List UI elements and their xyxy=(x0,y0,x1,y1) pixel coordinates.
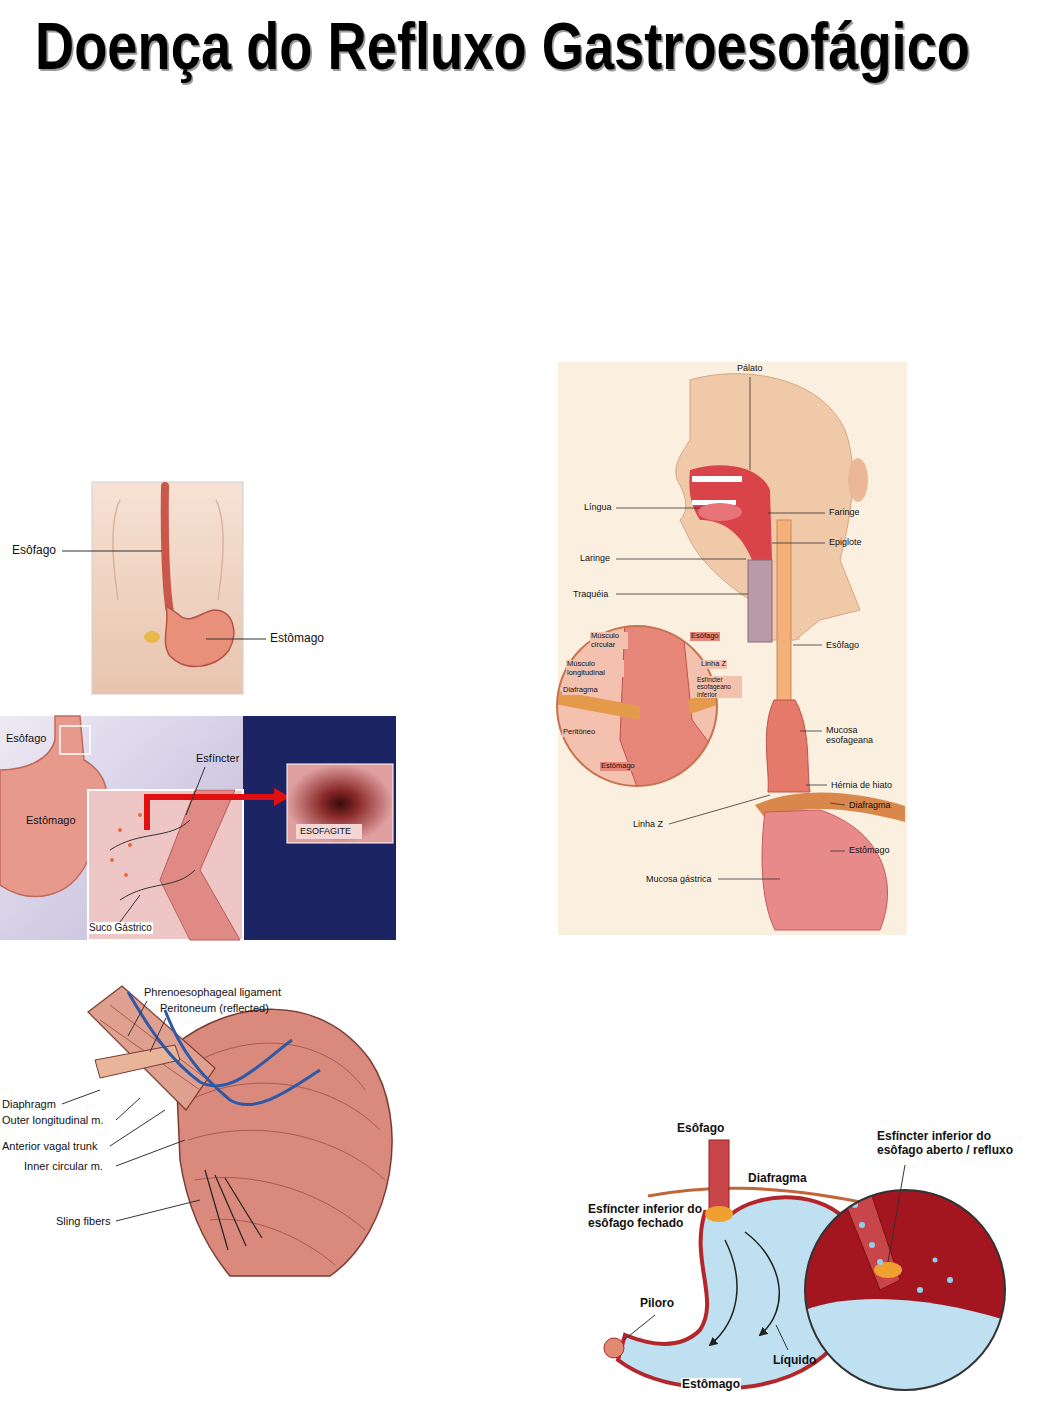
duodenum-shape xyxy=(144,631,160,643)
part-label: Linha Z xyxy=(633,819,663,829)
inset-circle xyxy=(805,1190,1005,1390)
part-label: Anterior vagal trunk xyxy=(2,1140,97,1153)
part-label: Peritoneum (reflected) xyxy=(160,1002,269,1015)
part-label: Esôfago xyxy=(6,732,46,745)
inset-outline xyxy=(557,626,717,786)
flow-arrow xyxy=(710,1240,737,1345)
leader-line xyxy=(62,551,162,552)
esophagus-shape xyxy=(777,520,791,705)
leader-line xyxy=(120,895,140,922)
part-label: Esfíncter inferior do esôfago fechado xyxy=(588,1203,706,1231)
part-label: Esôfago xyxy=(826,640,859,650)
part-label: Esôfago xyxy=(690,632,720,641)
ear-shape xyxy=(848,458,868,502)
part-label: Língua xyxy=(584,502,612,512)
part-label: Estômago xyxy=(849,845,890,855)
part-label: Peritôneo xyxy=(562,728,596,737)
flow-arrow xyxy=(745,1232,779,1335)
vagal-nerve xyxy=(128,992,320,1105)
part-label: Laringe xyxy=(580,553,610,563)
figure-ground xyxy=(243,716,396,940)
acid-drops xyxy=(110,813,142,877)
part-label: Epiglote xyxy=(829,537,862,547)
inset-content xyxy=(805,1190,1005,1390)
part-label: Faringe xyxy=(829,507,860,517)
part-label: ESOFAGITE xyxy=(300,826,351,836)
leader-lines xyxy=(616,377,845,879)
pylorus-shape xyxy=(604,1338,624,1358)
sphincter-shape xyxy=(705,1206,733,1222)
leader-lines xyxy=(624,1165,905,1350)
part-label: Estômago xyxy=(681,1378,741,1392)
torso-panel xyxy=(92,482,243,694)
stomach-muscle xyxy=(175,1009,392,1276)
part-label: Suco Gástrico xyxy=(88,922,153,934)
part-label: Esôfago xyxy=(677,1122,724,1136)
pointer-arrow xyxy=(147,797,276,830)
part-label: Estômago xyxy=(600,762,636,771)
endoscopy-image xyxy=(287,764,393,843)
part-label: Hérnia de hiato xyxy=(831,780,892,790)
leader-lines xyxy=(62,1001,200,1221)
part-label: Esfíncter esofageano inferior xyxy=(696,676,742,698)
part-label: Estômago xyxy=(270,632,324,646)
page-title: Doença do Refluxo Gastroesofágico xyxy=(35,10,970,83)
part-label: Estômago xyxy=(26,814,76,827)
part-label: Piloro xyxy=(640,1297,674,1311)
part-label: Traquéia xyxy=(573,589,608,599)
teeth xyxy=(692,476,742,482)
part-label: Esfíncter inferior do esôfago aberto / r… xyxy=(877,1130,1037,1158)
part-label: Outer longitudinal m. xyxy=(2,1114,104,1127)
zoom-marker xyxy=(60,726,90,754)
nerve-fibers xyxy=(205,1170,262,1250)
inset-outline xyxy=(805,1190,1005,1390)
part-label: Linha Z xyxy=(700,660,727,669)
leader-line xyxy=(186,767,205,815)
esophagus-shape xyxy=(709,1140,729,1216)
part-label: Sling fibers xyxy=(56,1215,110,1228)
part-label: Phrenoesophageal ligament xyxy=(144,986,281,999)
tongue-shape xyxy=(698,503,742,521)
esophagus-shape xyxy=(165,486,170,612)
stomach-shape xyxy=(165,606,233,666)
inset-panel xyxy=(88,790,243,940)
figure-ground xyxy=(0,716,243,940)
muscle-fibers xyxy=(188,1043,385,1265)
part-label: Esfíncter xyxy=(196,752,239,765)
part-label: Esôfago xyxy=(12,544,56,558)
part-label: Inner circular m. xyxy=(24,1160,103,1173)
part-label: Diafragma xyxy=(748,1172,807,1186)
inset-content xyxy=(555,620,722,795)
hernia-shape xyxy=(766,700,810,792)
part-label: Diafragma xyxy=(562,686,599,695)
part-label: Diaphragm xyxy=(2,1098,56,1111)
part-label: Líquido xyxy=(773,1354,816,1368)
part-label: Pálato xyxy=(737,363,763,373)
part-label: Mucosa esofageana xyxy=(826,725,888,746)
trachea-shape xyxy=(748,560,772,642)
part-label: Mucosa gástrica xyxy=(646,874,712,884)
stomach-shape xyxy=(762,810,887,930)
tissue-line xyxy=(110,820,195,900)
label-patch xyxy=(296,824,362,839)
part-label: Músculo circular xyxy=(590,632,628,649)
muscle-fibers xyxy=(100,1005,205,1090)
part-label: Músculo longitudinal xyxy=(566,660,624,677)
part-label: Diafragma xyxy=(849,800,891,810)
esophagus-shape xyxy=(160,790,240,940)
mouth-cavity xyxy=(689,465,772,560)
figure-ground xyxy=(558,362,907,935)
leader-line xyxy=(206,639,266,640)
